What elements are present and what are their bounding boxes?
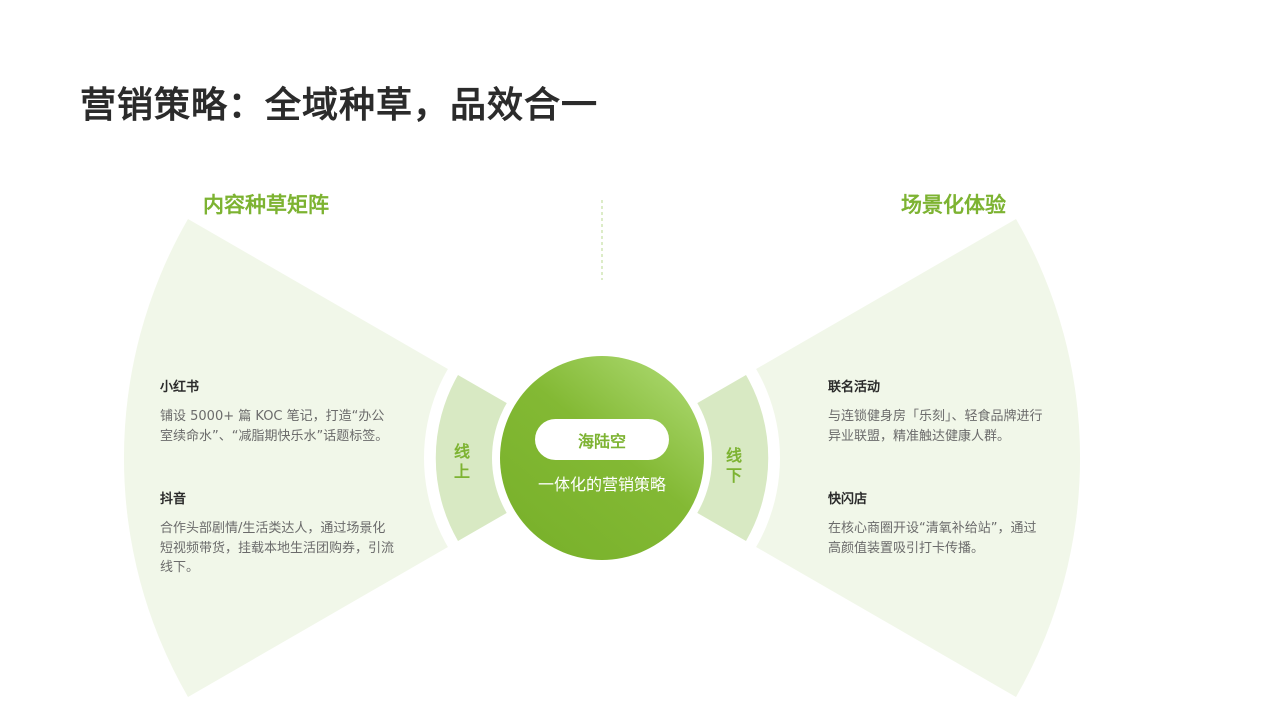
right-item-popup-store: 快闪店 在核心商圈开设“清氧补给站”，通过高颜值装置吸引打卡传播。 <box>828 488 1046 558</box>
left-section-heading: 内容种草矩阵 <box>203 193 329 217</box>
item-text: 与连锁健身房「乐刻」、轻食品牌进行异业联盟，精准触达健康人群。 <box>828 409 1043 444</box>
center-badge: 海陆空 <box>535 419 669 460</box>
item-text: 合作头部剧情/生活类达人，通过场景化短视频带货，挂载本地生活团购券，引流线下。 <box>160 521 395 575</box>
right-item-joint-campaign: 联名活动 与连锁健身房「乐刻」、轻食品牌进行异业联盟，精准触达健康人群。 <box>828 376 1046 446</box>
center-subtitle: 一体化的营销策略 <box>537 475 666 494</box>
right-section-heading: 场景化体验 <box>901 193 1006 217</box>
left-item-xiaohongshu: 小红书 铺设 5000+ 篇 KOC 笔记，打造“办公室续命水”、“减脂期快乐水… <box>160 376 396 446</box>
right-fan <box>602 219 1081 697</box>
item-title: 快闪店 <box>828 492 868 507</box>
online-label: 线 上 <box>453 442 470 481</box>
item-title: 抖音 <box>160 492 187 507</box>
left-item-douyin: 抖音 合作头部剧情/生活类达人，通过场景化短视频带货，挂载本地生活团购券，引流线… <box>160 488 396 578</box>
item-text: 在核心商圈开设“清氧补给站”，通过高颜值装置吸引打卡传播。 <box>828 521 1037 556</box>
item-title: 联名活动 <box>828 380 881 395</box>
item-text: 铺设 5000+ 篇 KOC 笔记，打造“办公室续命水”、“减脂期快乐水”话题标… <box>160 409 389 444</box>
page-title: 营销策略：全域种草，品效合一 <box>80 85 599 126</box>
offline-label: 线 下 <box>725 446 742 485</box>
item-title: 小红书 <box>160 380 200 395</box>
left-fan <box>123 219 602 697</box>
